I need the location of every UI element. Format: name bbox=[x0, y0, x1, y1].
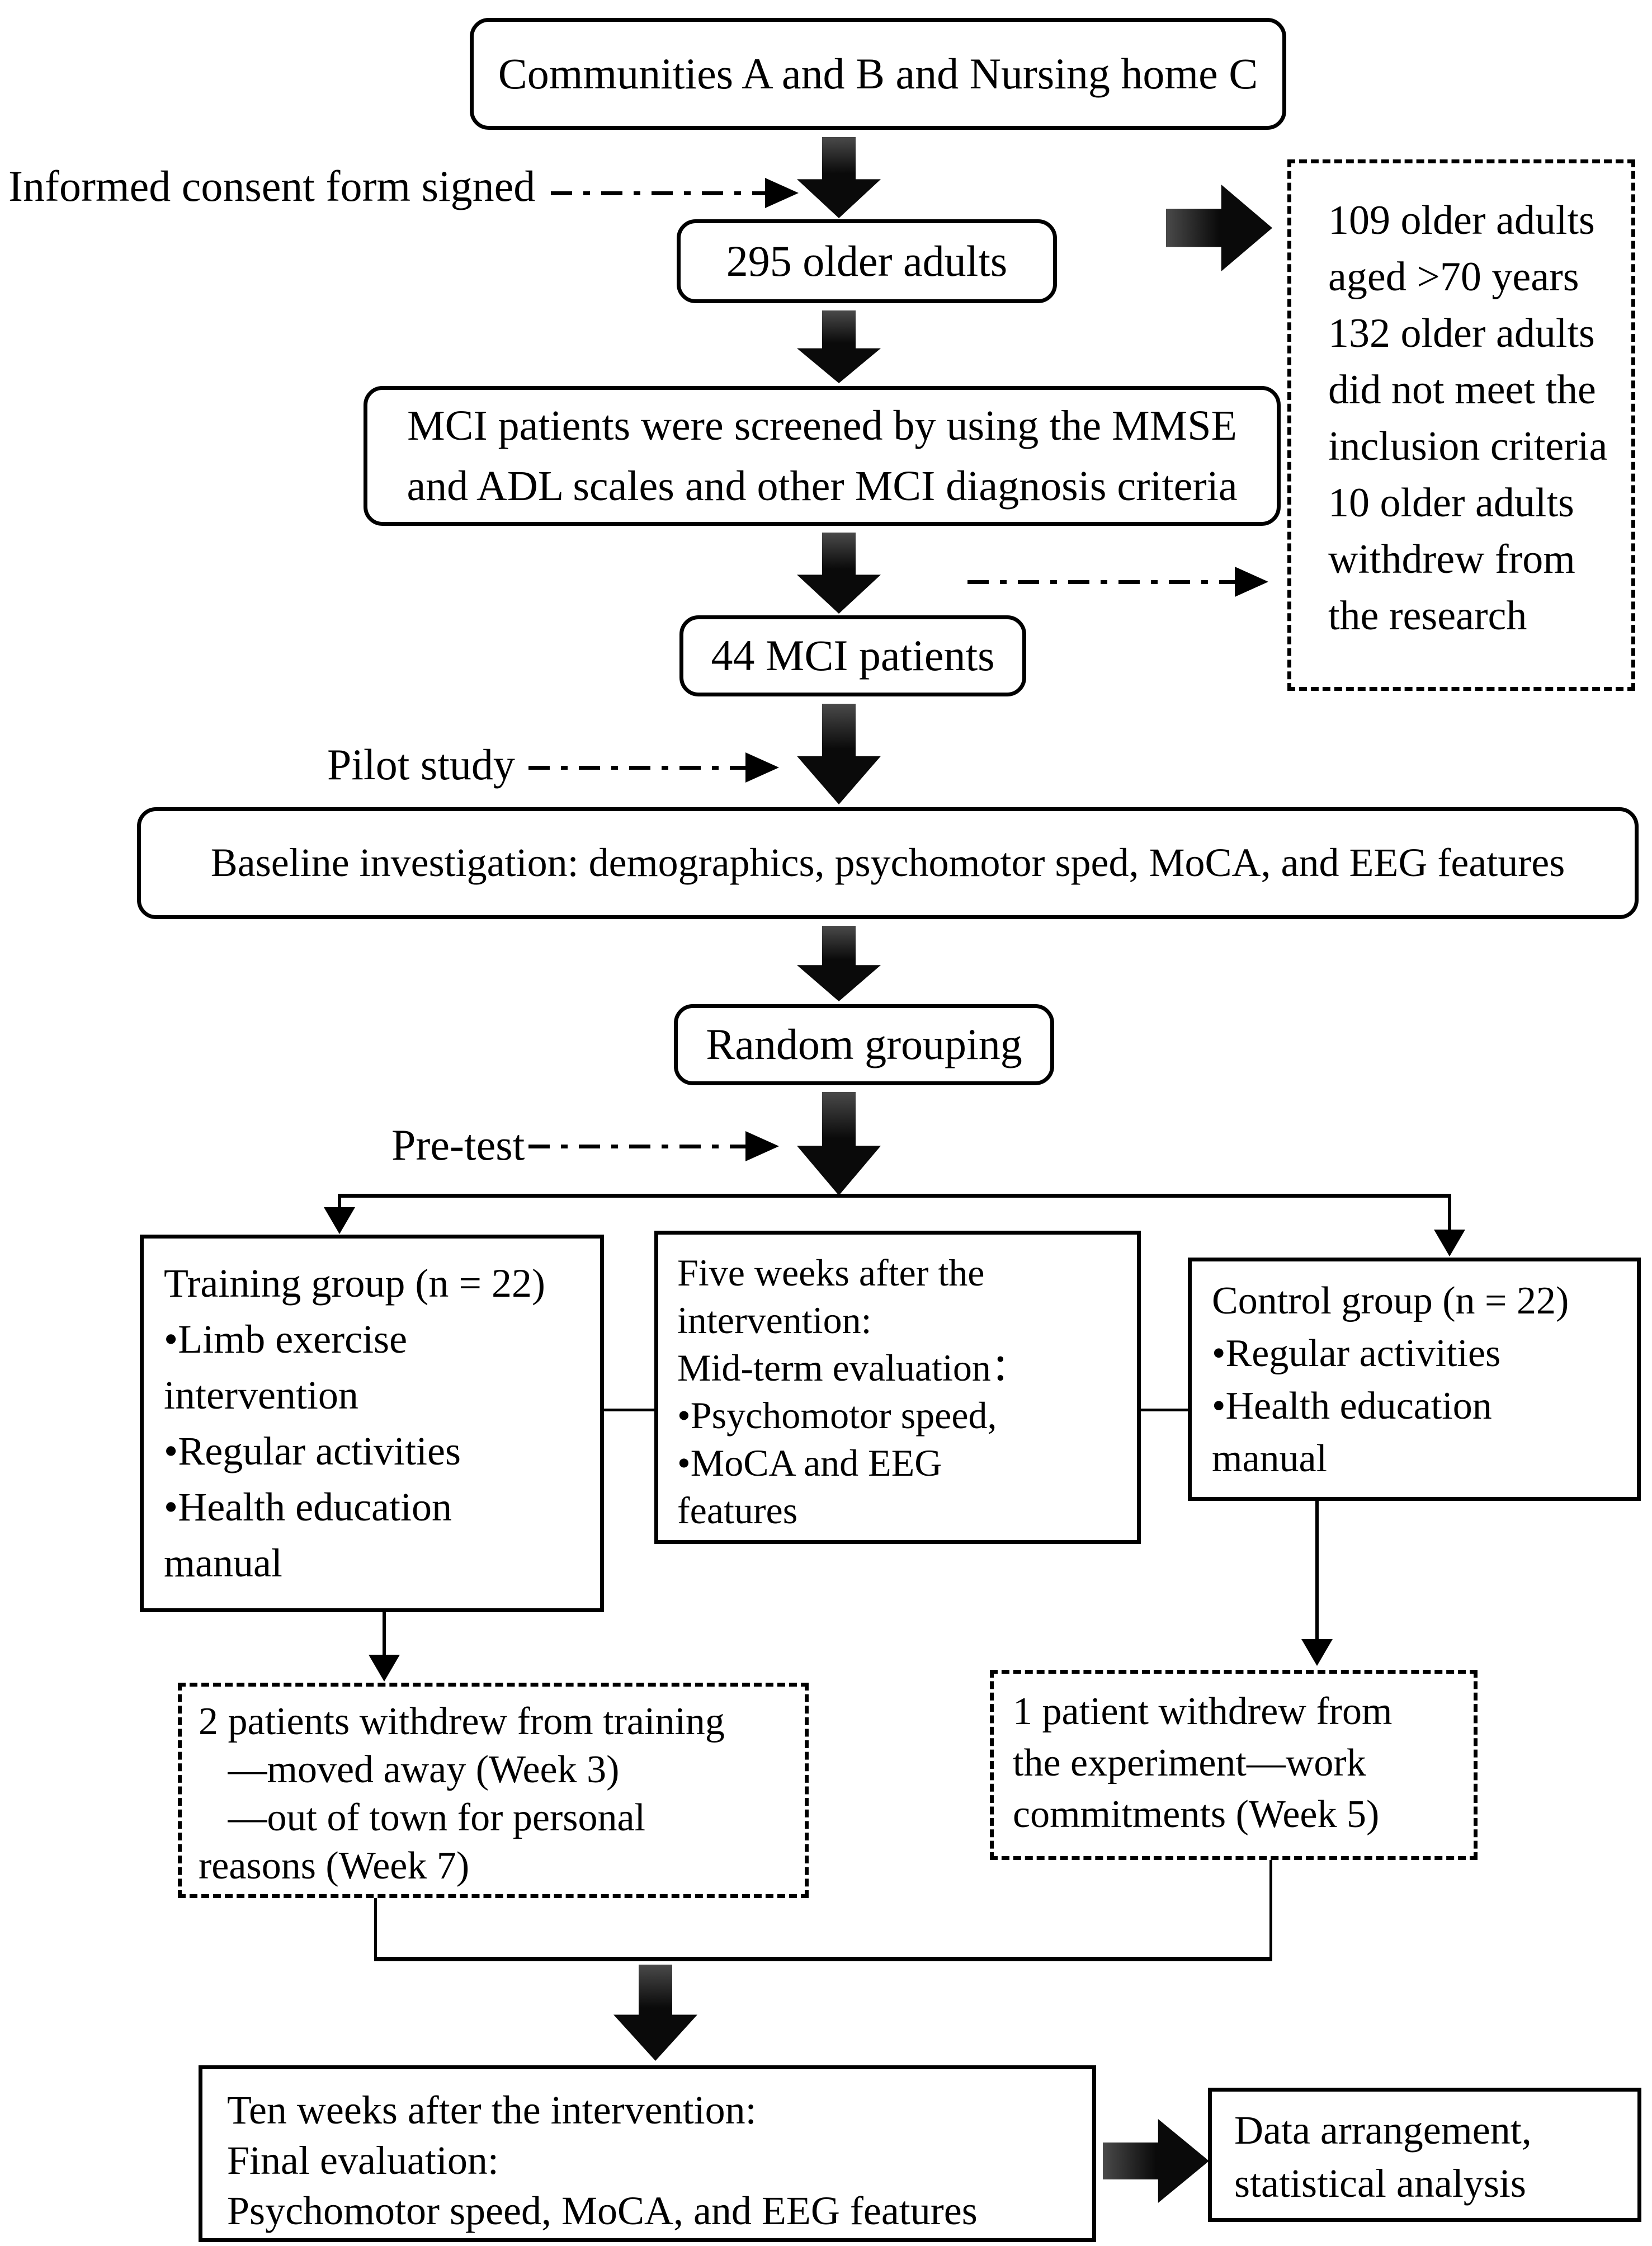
node-midterm: Five weeks after the intervention: Mid-t… bbox=[654, 1231, 1141, 1544]
merge-bottom-line bbox=[374, 1957, 1272, 1961]
node-data-text: Data arrangement, statistical analysis bbox=[1234, 2108, 1532, 2206]
node-44-mci-text: 44 MCI patients bbox=[711, 631, 995, 680]
node-baseline: Baseline investigation: demographics, ps… bbox=[137, 807, 1639, 919]
arrow-screening-to-44-icon bbox=[797, 533, 881, 614]
node-random-text: Random grouping bbox=[706, 1020, 1022, 1069]
node-withdraw-control-text: 1 patient withdrew from the experiment—w… bbox=[1013, 1690, 1393, 1836]
node-withdraw-control: 1 patient withdrew from the experiment—w… bbox=[990, 1670, 1478, 1860]
arrow-295-to-screening-icon bbox=[797, 310, 881, 383]
pilot-label: Pilot study bbox=[327, 740, 515, 789]
merge-left-line bbox=[374, 1898, 377, 1961]
node-communities: Communities A and B and Nursing home C bbox=[470, 18, 1286, 130]
arrow-to-exclusion-icon bbox=[1166, 185, 1272, 271]
node-communities-text: Communities A and B and Nursing home C bbox=[498, 49, 1258, 98]
pretest-arrowhead-icon bbox=[745, 1131, 779, 1161]
split-right-line bbox=[1448, 1194, 1451, 1231]
node-final-evaluation: Ten weeks after the intervention: Final … bbox=[199, 2065, 1096, 2242]
node-mci-screening-text: MCI patients were screened by using the … bbox=[407, 402, 1238, 510]
pilot-dashdot-line bbox=[528, 766, 747, 770]
pretest-dashdot-line bbox=[528, 1145, 747, 1148]
arrow-communities-to-295-icon bbox=[797, 137, 881, 218]
node-training-group: Training group (n = 22) •Limb exercise i… bbox=[140, 1235, 604, 1612]
node-final-text: Ten weeks after the intervention: Final … bbox=[227, 2088, 978, 2233]
connector-midterm-control bbox=[1140, 1409, 1189, 1411]
node-control-text: Control group (n = 22) •Regular activiti… bbox=[1212, 1279, 1569, 1480]
node-data-analysis: Data arrangement, statistical analysis bbox=[1208, 2088, 1641, 2222]
node-295-older-adults: 295 older adults bbox=[677, 219, 1057, 303]
node-exclusion: 109 older adults aged >70 years 132 olde… bbox=[1287, 159, 1635, 691]
screening-dashdot-line bbox=[967, 580, 1236, 584]
consent-arrowhead-icon bbox=[765, 178, 799, 208]
node-baseline-text: Baseline investigation: demographics, ps… bbox=[210, 840, 1565, 886]
consent-dashdot-line bbox=[551, 191, 766, 195]
split-left-line bbox=[338, 1194, 341, 1216]
screening-arrowhead-icon bbox=[1235, 567, 1268, 597]
node-mci-screening: MCI patients were screened by using the … bbox=[364, 386, 1281, 526]
control-down-arrowhead-icon bbox=[1301, 1639, 1333, 1666]
pilot-arrowhead-icon bbox=[745, 752, 779, 783]
split-right-arrowhead-icon bbox=[1434, 1230, 1465, 1256]
split-line bbox=[338, 1194, 1451, 1198]
connector-training-midterm bbox=[603, 1409, 655, 1411]
pretest-label: Pre-test bbox=[391, 1120, 525, 1169]
node-withdraw-training-text: 2 patients withdrew from training —moved… bbox=[199, 1700, 725, 1887]
training-down-arrowhead-icon bbox=[369, 1655, 400, 1682]
arrow-baseline-to-random-icon bbox=[797, 926, 881, 1001]
arrow-44-to-baseline-icon bbox=[797, 704, 881, 804]
arrow-merge-to-final-icon bbox=[613, 1965, 697, 2061]
arrow-final-to-data-icon bbox=[1103, 2119, 1209, 2203]
node-withdraw-training: 2 patients withdrew from training —moved… bbox=[178, 1683, 809, 1898]
node-random-grouping: Random grouping bbox=[674, 1004, 1054, 1085]
training-down-line bbox=[383, 1612, 386, 1657]
split-left-arrowhead-icon bbox=[324, 1207, 355, 1234]
node-training-text: Training group (n = 22) •Limb exercise i… bbox=[164, 1261, 545, 1585]
node-midterm-text: Five weeks after the intervention: Mid-t… bbox=[677, 1251, 1029, 1532]
node-control-group: Control group (n = 22) •Regular activiti… bbox=[1188, 1258, 1641, 1501]
node-exclusion-text: 109 older adults aged >70 years 132 olde… bbox=[1328, 197, 1608, 639]
merge-right-line bbox=[1269, 1860, 1272, 1961]
consent-label: Informed consent form signed bbox=[8, 162, 536, 210]
arrow-random-to-split-icon bbox=[797, 1092, 881, 1195]
node-44-mci: 44 MCI patients bbox=[679, 615, 1026, 696]
node-295-text: 295 older adults bbox=[726, 236, 1008, 285]
control-down-line bbox=[1315, 1501, 1319, 1642]
